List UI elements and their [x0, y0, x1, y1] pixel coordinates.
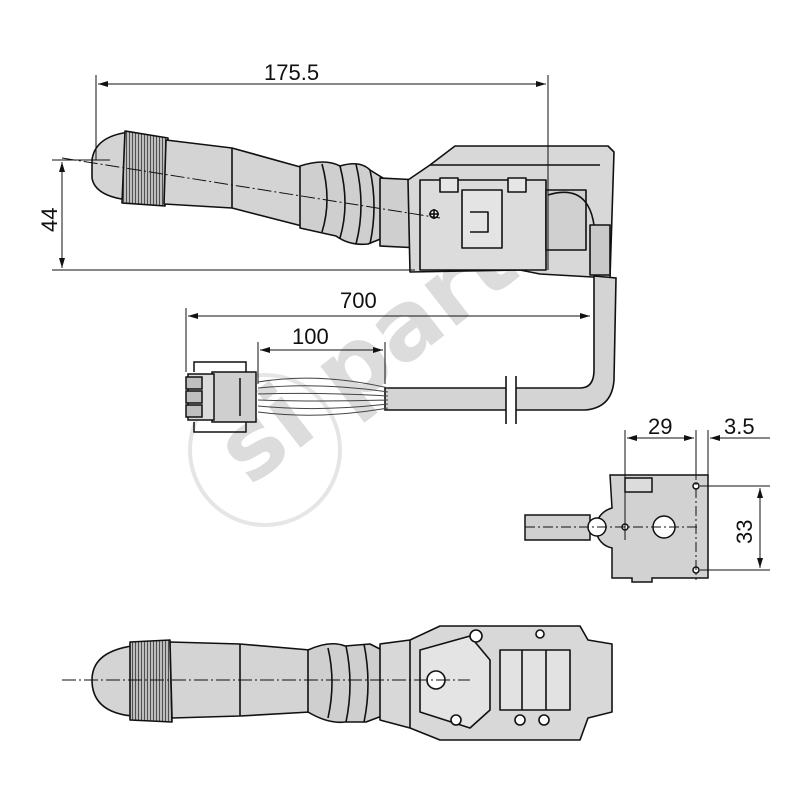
connector-end-view — [524, 445, 709, 583]
dim-connector-height — [700, 485, 770, 571]
dim-connector-width — [624, 430, 770, 475]
dim-label-cable-length: 700 — [340, 288, 377, 313]
dim-label-connector-width: 29 — [648, 414, 672, 439]
lever-bottom-view — [91, 625, 613, 741]
lever-top-view — [91, 130, 615, 279]
dim-label-wire-length: 100 — [292, 324, 329, 349]
dim-label-connector-height: 33 — [732, 520, 757, 544]
dim-cable-length — [185, 308, 590, 372]
dim-overall-length — [95, 75, 549, 270]
wire-bundle — [257, 377, 389, 416]
connector-plug — [185, 361, 257, 433]
top-center-line — [61, 157, 441, 219]
dim-wire-length — [257, 342, 386, 384]
dim-lever-height — [52, 159, 415, 271]
dim-label-overall-length: 175.5 — [264, 60, 319, 85]
dim-label-connector-offset: 3.5 — [724, 414, 755, 439]
cable — [384, 275, 617, 424]
dim-label-lever-height: 44 — [37, 208, 62, 232]
